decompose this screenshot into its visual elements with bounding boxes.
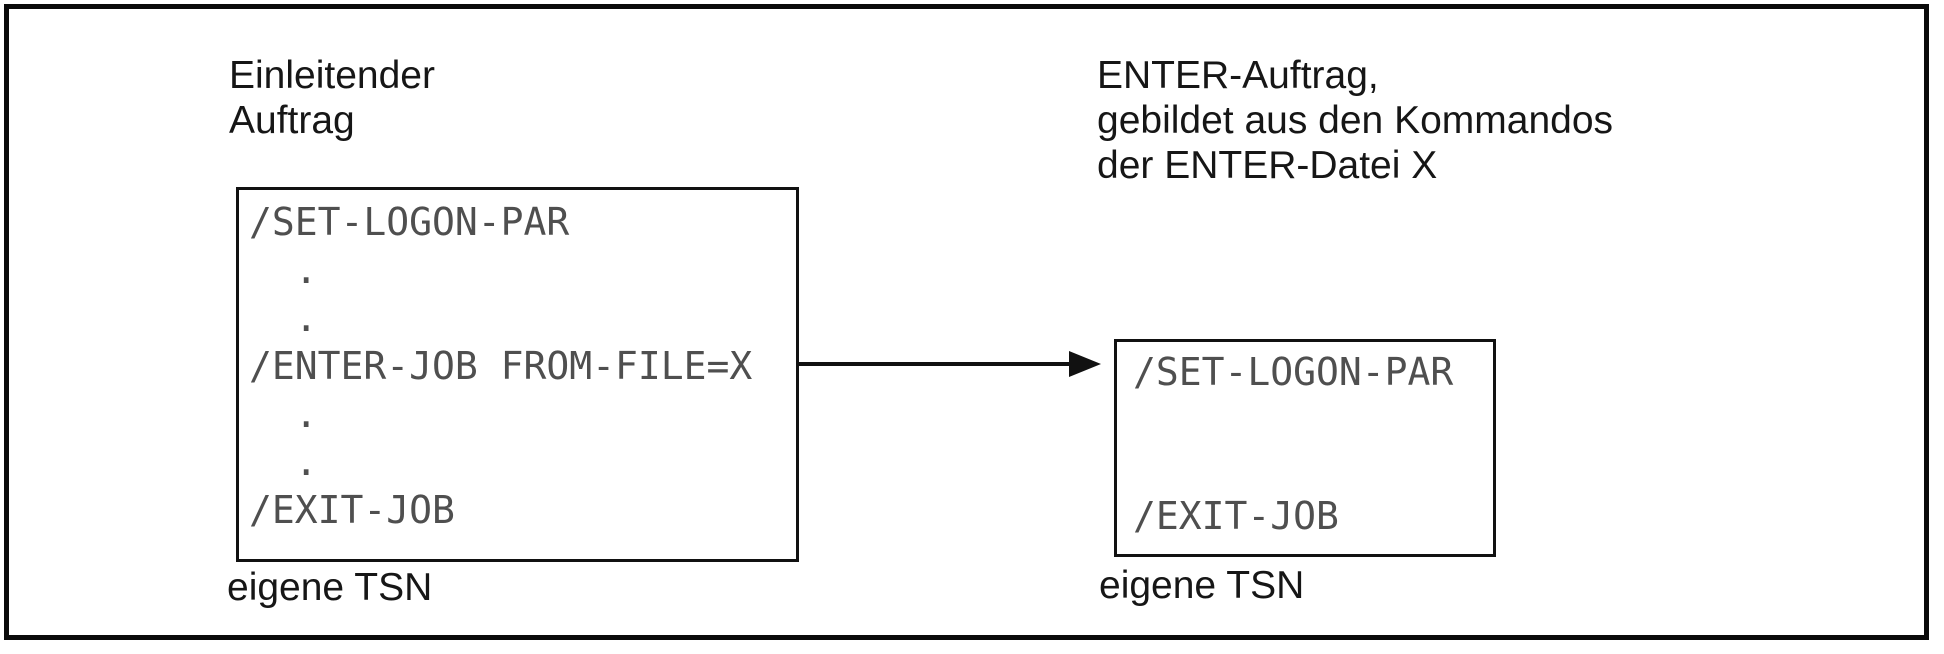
initiating-job-code: /SET-LOGON-PAR . . /ENTER-JOB FROM-FILE=… <box>249 200 753 532</box>
enter-job-code: /SET-LOGON-PAR /EXIT-JOB <box>1133 350 1454 538</box>
diagram-frame: Einleitender Auftrag ENTER-Auftrag, gebi… <box>4 4 1929 640</box>
enter-job-box: /SET-LOGON-PAR /EXIT-JOB <box>1114 339 1496 557</box>
tsn-caption-right: eigene TSN <box>1099 564 1305 607</box>
initiating-job-box: /SET-LOGON-PAR . . /ENTER-JOB FROM-FILE=… <box>236 187 799 562</box>
flow-arrow-line <box>799 362 1071 366</box>
initiating-job-label: Einleitender Auftrag <box>229 54 435 142</box>
enter-job-label: ENTER-Auftrag, gebildet aus den Kommando… <box>1097 54 1614 187</box>
tsn-caption-left: eigene TSN <box>227 566 433 609</box>
flow-arrow-head-icon <box>1069 351 1101 377</box>
